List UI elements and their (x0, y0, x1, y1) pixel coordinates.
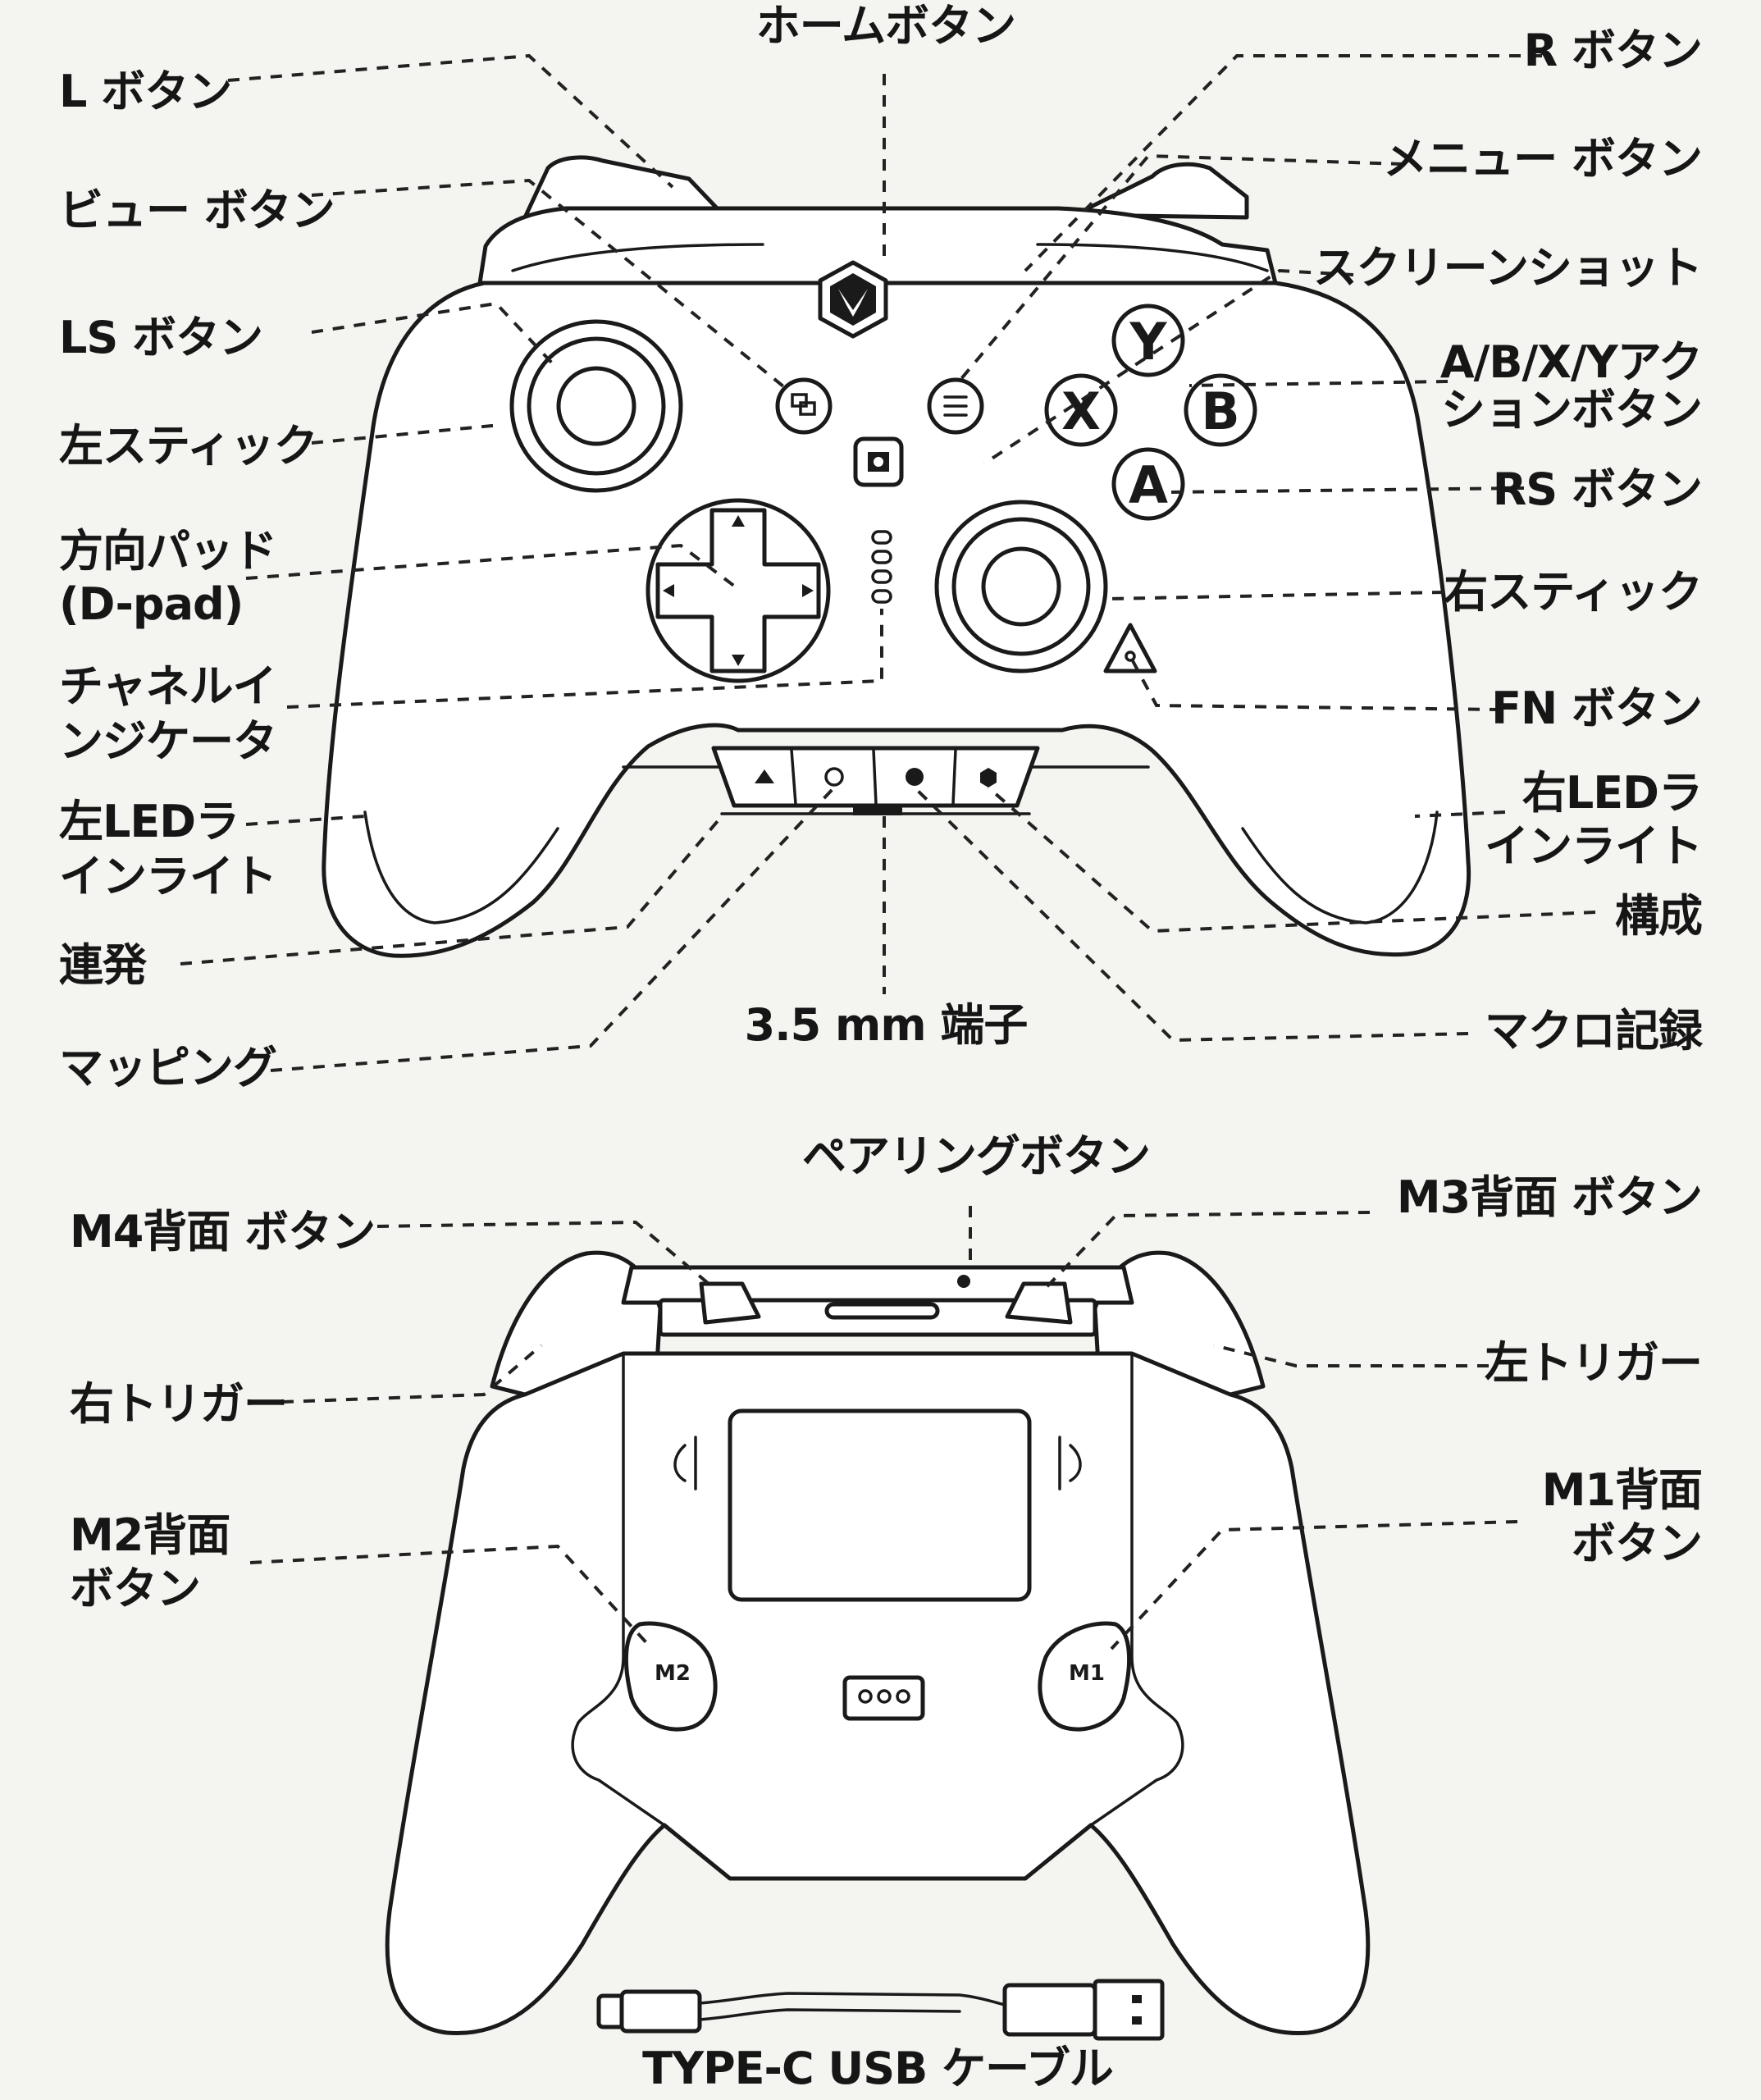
label-audio-jack: 3.5 mm 端子 (744, 999, 1029, 1051)
label-action-line2: ションボタン (1441, 384, 1703, 436)
m2-button (624, 1621, 718, 1732)
rear-port (842, 1675, 925, 1721)
y-glyph: Y (1129, 312, 1168, 372)
dpad-arrow-icon (732, 515, 745, 527)
l-bumper (522, 155, 724, 220)
label-channel-line2: ンジケータ (59, 715, 277, 767)
label-usb-cable: TYPE-C USB ケーブル (642, 2043, 1114, 2094)
label-m2-line1: M2背面 (70, 1509, 230, 1561)
r-bumper (1072, 162, 1249, 220)
label-action-line1: A/B/X/Yアク (1439, 336, 1703, 388)
label-m1-line1: M1背面 (1541, 1464, 1703, 1516)
m4-button (699, 1281, 761, 1325)
label-dpad-line2: (D-pad) (59, 578, 244, 630)
label-home-button: ホームボタン (755, 0, 1016, 52)
label-pairing-button: ペアリングボタン (802, 1130, 1151, 1182)
y-button (1111, 304, 1185, 377)
label-rs-button: RS ボタン (1492, 463, 1703, 515)
label-config: 構成 (1615, 890, 1703, 942)
label-right-stick: 右スティック (1444, 566, 1703, 618)
leader-lines (180, 53, 1596, 1650)
label-l-button: L ボタン (59, 66, 232, 117)
fn-icon (1103, 623, 1157, 673)
label-dpad-line1: 方向パッド (59, 525, 277, 577)
label-left-led-line1: 左LEDラ (59, 796, 240, 847)
x-button (1044, 373, 1118, 447)
front-view: Y X B A (322, 155, 1471, 958)
rear-panel (728, 1408, 1032, 1602)
label-r-button: R ボタン (1523, 25, 1703, 76)
label-m4-button: M4背面 ボタン (70, 1206, 376, 1258)
m1-glyph: M1 (1069, 1661, 1105, 1686)
mapping-icon (824, 767, 844, 787)
label-m1-line2: ボタン (1572, 1518, 1703, 1569)
right-stick (934, 500, 1108, 673)
usb-cable (596, 1979, 1165, 2041)
turbo-icon (755, 769, 774, 783)
config-icon (980, 768, 997, 788)
m1-button (1038, 1621, 1131, 1732)
label-ls-button: LS ボタン (59, 312, 263, 363)
d-pad (646, 498, 831, 683)
a-glyph: A (1129, 455, 1168, 515)
rear-view: M2 M1 (385, 1250, 1371, 2036)
label-left-stick: 左スティック (59, 420, 318, 472)
label-menu-button: メニュー ボタン (1383, 133, 1703, 185)
pairing-dot (957, 1275, 970, 1288)
label-right-trigger: 右トリガー (70, 1378, 288, 1430)
label-view-button: ビュー ボタン (59, 185, 335, 236)
top-shell (477, 206, 1278, 285)
macro-icon (906, 768, 924, 786)
m2-glyph: M2 (655, 1661, 691, 1686)
led-indicator-icon (871, 530, 892, 604)
left-stick (509, 319, 683, 493)
x-glyph: X (1061, 381, 1101, 441)
label-mapping: マッピング (59, 1042, 277, 1093)
label-m3-button: M3背面 ボタン (1396, 1171, 1703, 1223)
b-button (1184, 373, 1257, 447)
b-glyph: B (1201, 381, 1239, 441)
label-right-led-line2: インライト (1485, 820, 1703, 872)
a-button (1111, 447, 1185, 521)
label-screenshot: スクリーンショット (1312, 242, 1703, 294)
label-turbo: 連発 (59, 939, 147, 991)
label-macro: マクロ記録 (1485, 1005, 1703, 1057)
label-left-led-line2: インライト (59, 851, 277, 902)
label-m2-line2: ボタン (70, 1563, 201, 1614)
label-fn-button: FN ボタン (1491, 682, 1703, 734)
label-right-led-line1: 右LEDラ (1521, 767, 1703, 819)
label-left-trigger: 左トリガー (1485, 1337, 1703, 1389)
label-channel-line1: チャネルイ (59, 660, 276, 712)
